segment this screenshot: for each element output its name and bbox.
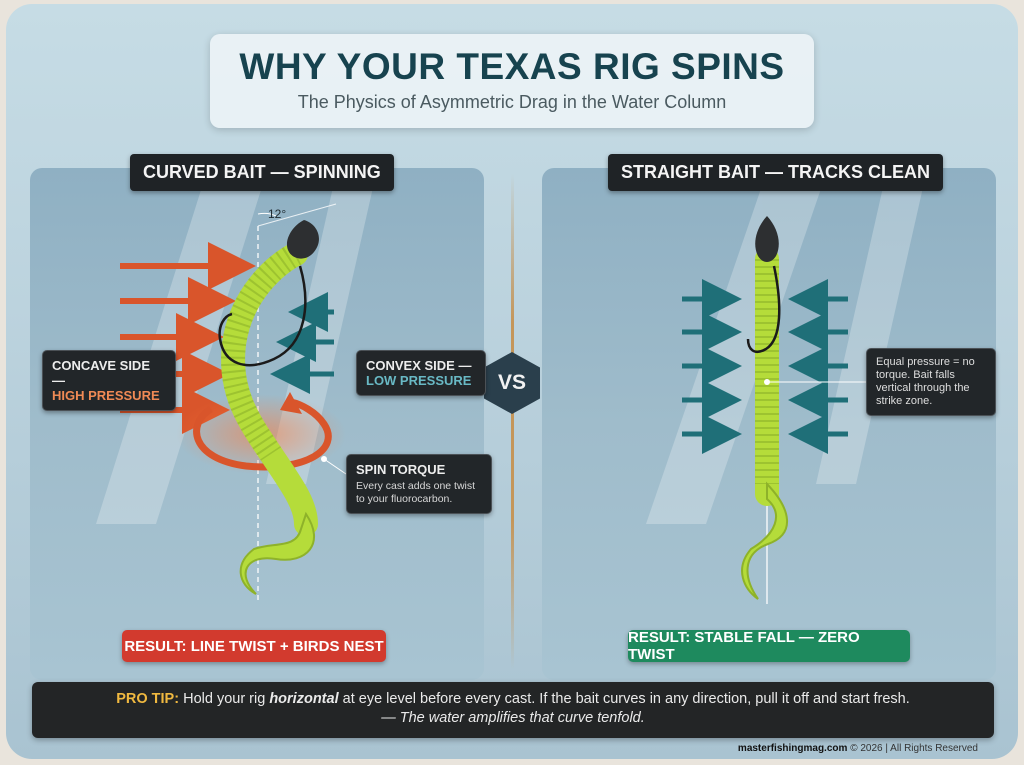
pro-tip-banner: PRO TIP: Hold your rig horizontal at eye… [32, 682, 994, 738]
hook-left [218, 265, 307, 367]
angle-reference-line [257, 203, 337, 227]
diagram-scene: 12° [96, 174, 926, 604]
spin-text: Every cast adds one twist to your fluoro… [356, 480, 476, 505]
curved-worm-body [221, 242, 318, 536]
low-pressure-arrows [270, 292, 334, 394]
straight-worm-tail [741, 481, 788, 600]
angle-label: 12° [268, 207, 286, 221]
result-stable-fall-badge: RESULT: STABLE FALL — ZERO TWIST [628, 629, 910, 663]
hook-right [746, 265, 781, 354]
spin-torque-callout: SPIN TORQUE Every cast adds one twist to… [346, 454, 492, 514]
equal-pressure-arrows-left [682, 279, 742, 454]
pro-tip-line1: PRO TIP: Hold your rig horizontal at eye… [32, 690, 994, 709]
center-divider [511, 174, 514, 669]
infographic-frame: WHY YOUR TEXAS RIG SPINS The Physics of … [6, 4, 1018, 759]
footer-rights: © 2026 | All Rights Reserved [850, 743, 978, 754]
pro-tip-part1: Hold your rig [183, 691, 266, 707]
equal-leader-dot [764, 379, 770, 385]
angle-arc [257, 212, 277, 217]
equal-pressure-callout: Equal pressure = no torque. Bait falls v… [866, 348, 996, 416]
concave-side-callout: CONCAVE SIDE — HIGH PRESSURE [42, 350, 176, 411]
curved-bait-label: CURVED BAIT — SPINNING [130, 154, 394, 191]
concave-title: CONCAVE SIDE — [52, 358, 150, 388]
convex-side-callout: CONVEX SIDE — LOW PRESSURE [356, 350, 486, 396]
weight-right-icon [755, 216, 779, 262]
convex-title: CONVEX SIDE — [366, 358, 472, 373]
pro-tip-part2: at eye level before every cast. If the b… [342, 691, 910, 707]
curved-worm-tail [239, 511, 316, 595]
curved-worm-ribs [221, 243, 302, 461]
result-line-twist-badge: RESULT: LINE TWIST + BIRDS NEST [122, 630, 386, 662]
weight-left-icon [286, 220, 319, 259]
spin-torque-arrow [193, 398, 332, 471]
light-rays [96, 174, 926, 524]
spin-torque-arrowhead [280, 392, 302, 414]
spin-leader [323, 458, 347, 475]
footer-site-link[interactable]: masterfishingmag.com [737, 743, 848, 754]
copyright-footer: masterfishingmag.com © 2026 | All Rights… [738, 743, 978, 754]
equal-pressure-arrows-right [788, 279, 848, 454]
spin-title: SPIN TORQUE [356, 462, 446, 477]
title-box: WHY YOUR TEXAS RIG SPINS The Physics of … [210, 34, 814, 128]
pro-tip-line2: — The water amplifies that curve tenfold… [381, 710, 645, 726]
spin-leader-dot [321, 456, 327, 462]
straight-bait-label: STRAIGHT BAIT — TRACKS CLEAN [608, 154, 943, 191]
page-subtitle: The Physics of Asymmetric Drag in the Wa… [297, 92, 727, 112]
page-title: WHY YOUR TEXAS RIG SPINS [239, 46, 785, 87]
concave-sub: HIGH PRESSURE [52, 388, 160, 403]
pro-tip-emphasis: horizontal [269, 691, 339, 707]
convex-sub: LOW PRESSURE [366, 373, 472, 388]
pro-tip-prefix: PRO TIP: [116, 691, 180, 707]
